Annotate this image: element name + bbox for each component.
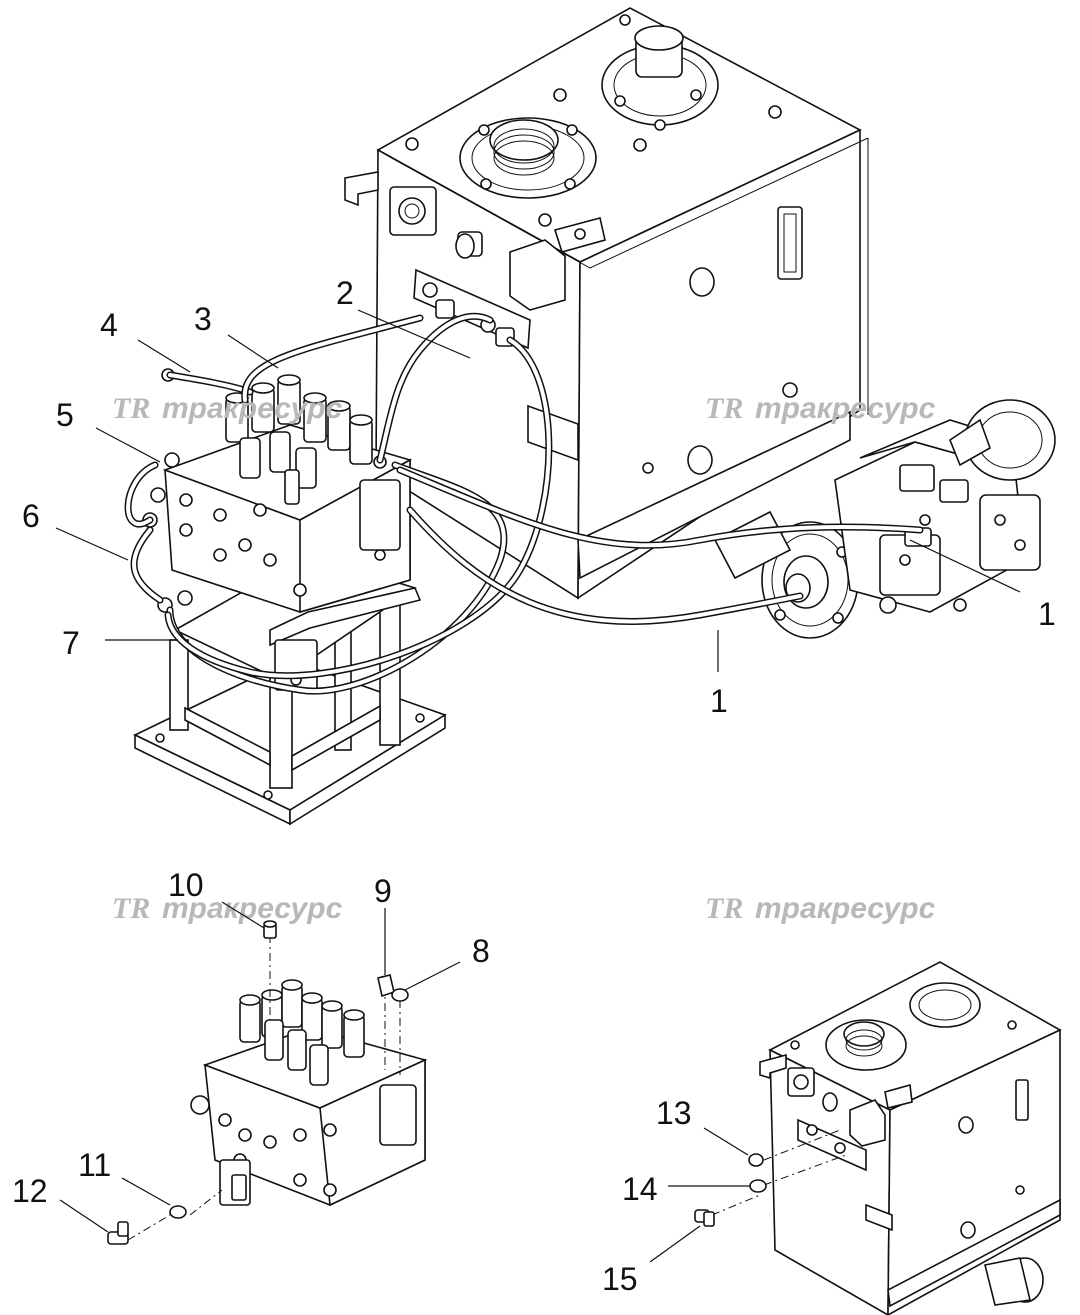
- watermark-text: тракресурс: [755, 392, 936, 425]
- callout-2: 2: [336, 275, 354, 311]
- callout-1-hose: 1: [710, 683, 728, 719]
- tank-detail: [694, 961, 1062, 1315]
- callout-9: 9: [374, 873, 392, 909]
- watermark-logo: TR: [705, 892, 743, 925]
- callout-11: 11: [78, 1147, 111, 1183]
- callout-14: 14: [622, 1171, 658, 1207]
- callout-6: 6: [22, 498, 40, 534]
- watermark-text: тракресурс: [162, 392, 343, 425]
- callout-labels: 1 1 2 3 4 5 6 7 8 9 10 11 12 13 14 15: [12, 275, 1056, 1297]
- hydraulic-pump-assembly: [713, 399, 1056, 639]
- callout-13: 13: [656, 1095, 692, 1131]
- control-valve-detail: [107, 920, 428, 1245]
- watermark-text: тракресурс: [755, 892, 936, 925]
- watermark-3: TR тракресурс: [112, 892, 343, 925]
- watermark-2: TR тракресурс: [705, 392, 936, 425]
- callout-1-pump: 1: [1038, 596, 1056, 632]
- callout-leaders: [55, 309, 1021, 1263]
- hoses: [124, 312, 924, 695]
- watermark-1: TR тракресурс: [112, 392, 343, 425]
- watermark-text: тракресурс: [162, 892, 343, 925]
- callout-4: 4: [100, 307, 118, 343]
- watermark-logo: TR: [112, 392, 150, 425]
- callout-10: 10: [168, 867, 204, 903]
- callout-3: 3: [194, 301, 212, 337]
- callout-7: 7: [62, 625, 80, 661]
- callout-5: 5: [56, 397, 74, 433]
- control-valve-stand: [133, 368, 447, 826]
- watermark-logo: TR: [112, 892, 150, 925]
- hydraulic-tank: [344, 7, 869, 600]
- callout-15: 15: [602, 1261, 638, 1297]
- watermark-logo: TR: [705, 392, 743, 425]
- callout-8: 8: [472, 933, 490, 969]
- watermark-4: TR тракресурс: [705, 892, 936, 925]
- callout-12: 12: [12, 1173, 48, 1209]
